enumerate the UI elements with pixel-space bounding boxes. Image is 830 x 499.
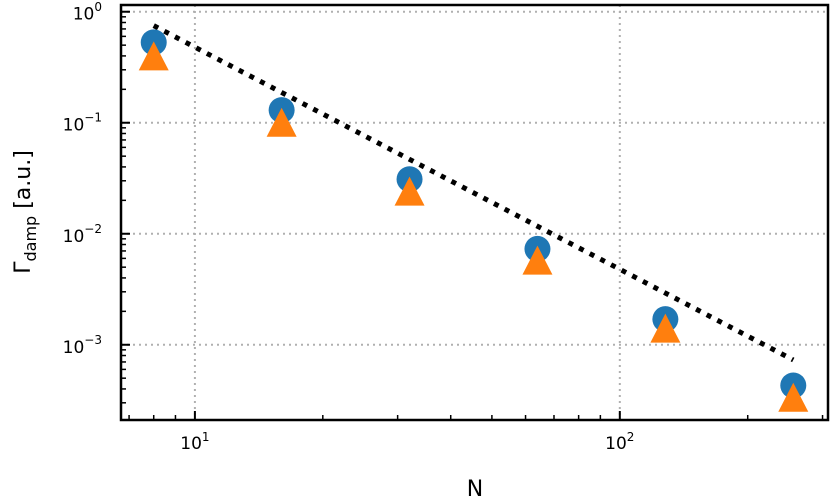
plot-frame [119,3,830,422]
y-tick-label: 10−2 [63,222,102,247]
triangle-point [266,107,297,137]
triangle-point [650,313,681,343]
x-tick-label: 101 [180,430,209,454]
ticks [121,10,824,420]
x-axis-label: N [467,477,483,499]
x-tick-label: 102 [605,430,634,454]
y-tick-label: 100 [73,0,102,25]
y-tick-label: 10−1 [63,111,102,136]
triangle-point [778,382,809,412]
tick-labels: 101 102 100 10−1 10−2 10−3 [63,0,635,454]
y-axis-label: Γdamp [a.u.] [11,150,40,274]
data-marks [138,23,809,412]
triangle-point [138,41,169,71]
grid [121,5,828,420]
triangle-point [522,245,553,275]
triangle-point [394,176,425,206]
y-tick-label: 10−3 [63,333,102,358]
power-law-fit-line [152,23,795,363]
